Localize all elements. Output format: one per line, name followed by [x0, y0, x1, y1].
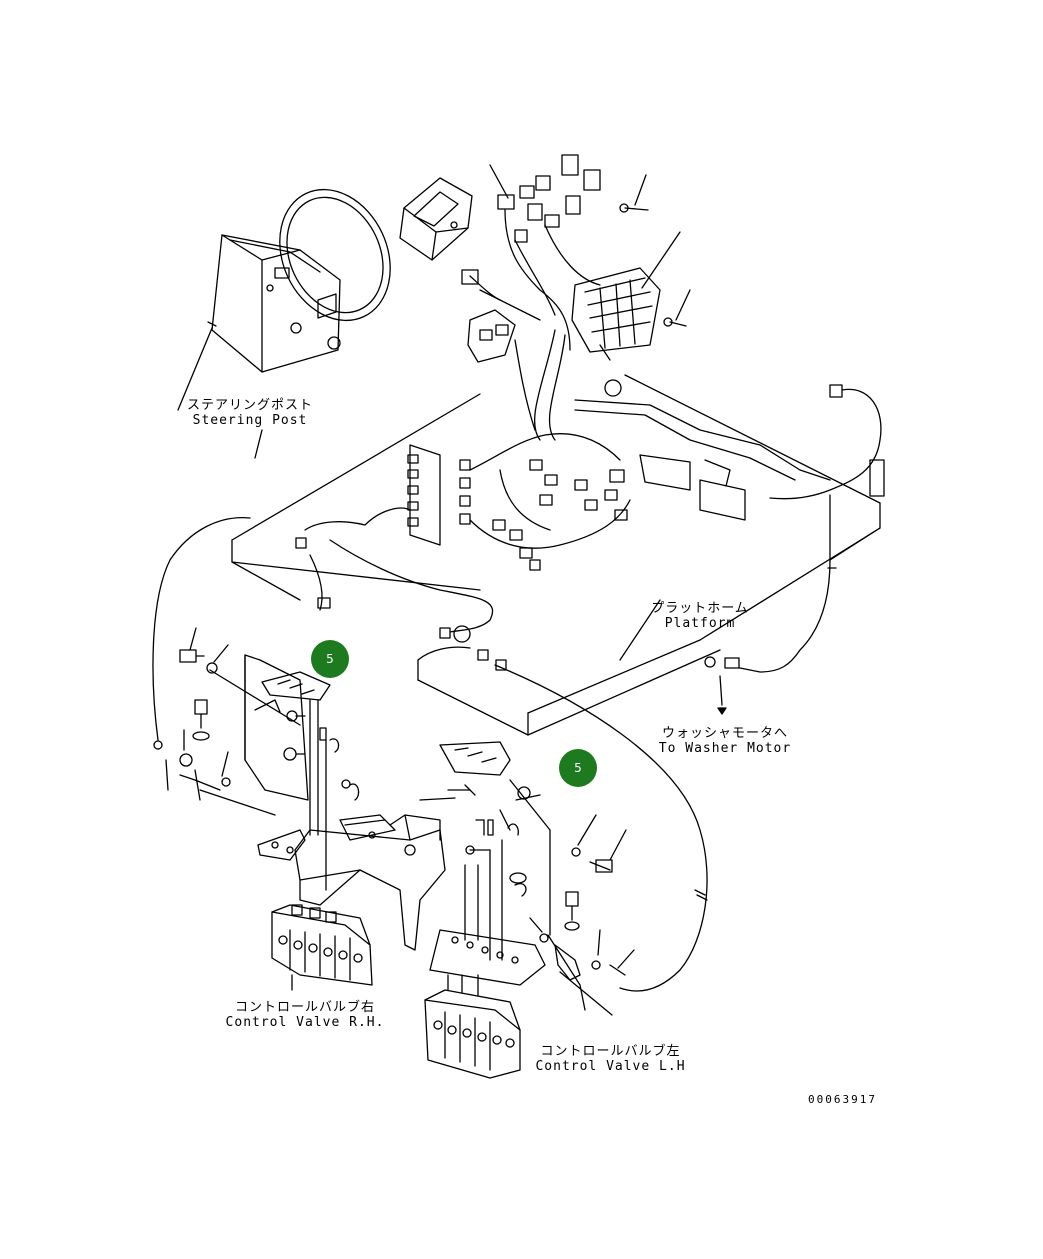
steering-post-label-en: Steering Post	[192, 413, 308, 428]
platform-label: プラットホーム Platform	[640, 601, 760, 631]
platform-label-en: Platform	[664, 616, 736, 631]
control-valve-lh-label-jp: コントロールバルブ左	[540, 1044, 681, 1059]
control-valve-lh-label-en: Control Valve L.H	[535, 1059, 686, 1074]
steering-post-label: ステアリングポスト Steering Post	[180, 398, 320, 428]
callout-number: 5	[574, 761, 582, 775]
fuse-box-harness	[399, 154, 691, 441]
callout-number: 5	[326, 652, 334, 666]
washer-motor-label-jp: ウォッシャモータへ	[661, 726, 788, 741]
steering-post	[177, 188, 391, 459]
washer-motor-label-en: To Washer Motor	[658, 741, 792, 756]
callout-marker-5[interactable]: 5	[559, 749, 597, 787]
drawing-code: 00063917	[808, 1093, 877, 1106]
callout-marker-5[interactable]: 5	[311, 640, 349, 678]
control-valve-rh-label-en: Control Valve R.H.	[225, 1015, 385, 1030]
platform-label-jp: プラットホーム	[651, 601, 749, 616]
control-valve-lh-label: コントロールバルブ左 Control Valve L.H	[528, 1044, 693, 1074]
center-frame	[294, 797, 456, 951]
lever-assembly-right	[429, 741, 635, 1016]
control-valve-rh-label-jp: コントロールバルブ右	[234, 1000, 375, 1015]
control-valve-rh	[271, 904, 373, 991]
steering-post-label-jp: ステアリングポスト	[186, 398, 313, 413]
washer-motor-label: ウォッシャモータへ To Washer Motor	[650, 726, 800, 756]
control-valve-lh	[424, 974, 521, 1079]
platform	[152, 374, 885, 992]
control-valve-rh-label: コントロールバルブ右 Control Valve R.H.	[220, 1000, 390, 1030]
lever-assembly-left	[153, 627, 360, 891]
